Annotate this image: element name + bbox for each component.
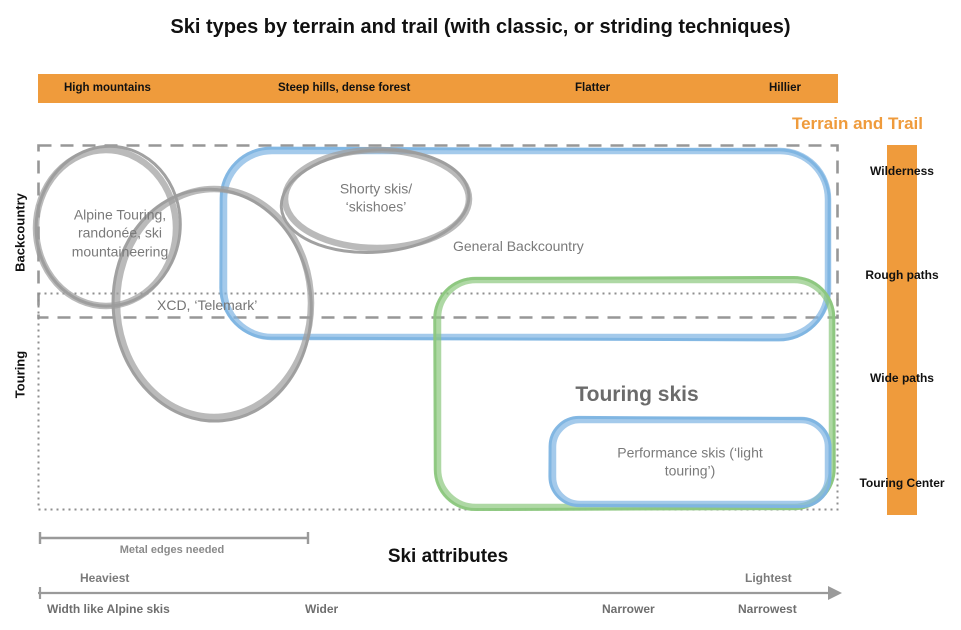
metal-edges-label: Metal edges needed (119, 544, 225, 556)
performance-skis-shape (548, 415, 832, 509)
trail-label-wilderness: Wilderness (870, 164, 934, 178)
width-label-narrower: Narrower (602, 602, 655, 616)
touring-dotted-region (37, 292, 839, 511)
width-label-narrowest: Narrowest (738, 602, 797, 616)
width-label-alpine: Width like Alpine skis (47, 602, 170, 616)
trail-label-touring-center: Touring Center (859, 476, 945, 490)
weight-label-lightest: Lightest (745, 571, 792, 585)
shorty-skis-shape (279, 146, 473, 254)
terrain-label-hillier: Hillier (769, 82, 801, 94)
shorty-skis-label: Shorty skis/ ‘skishoes’ (339, 180, 413, 215)
touring-skis-label: Touring skis (575, 383, 699, 406)
alpine-touring-shape (32, 144, 182, 310)
general-backcountry-shape (219, 146, 832, 342)
trail-label-wide-paths: Wide paths (870, 371, 934, 385)
width-label-wider: Wider (305, 602, 339, 616)
xcd-telemark-label: XCD, ‘Telemark’ (157, 297, 258, 313)
xcd-telemark-shape (111, 185, 315, 423)
alpine-touring-label: Alpine Touring, randonée, ski mountainee… (71, 206, 169, 260)
terrain-label-high-mountains: High mountains (64, 82, 151, 94)
axis-arrowhead-icon (828, 586, 842, 600)
general-backcountry-label: General Backcountry (453, 238, 584, 254)
terrain-and-trail-title: Terrain and Trail (791, 114, 923, 133)
terrain-label-steep-hills: Steep hills, dense forest (278, 82, 411, 94)
terrain-label-flatter: Flatter (575, 82, 611, 94)
terrain-top-bar (38, 74, 838, 103)
metal-edges-line (38, 532, 310, 544)
attribute-axis-line (38, 587, 830, 599)
trail-right-bar (887, 145, 917, 515)
page-title: Ski types by terrain and trail (with cla… (170, 16, 791, 38)
performance-skis-label: Performance skis (‘light touring’) (617, 444, 763, 479)
weight-label-heaviest: Heaviest (80, 571, 130, 585)
ski-attributes-heading: Ski attributes (387, 546, 509, 567)
trail-label-rough-paths: Rough paths (865, 268, 939, 282)
